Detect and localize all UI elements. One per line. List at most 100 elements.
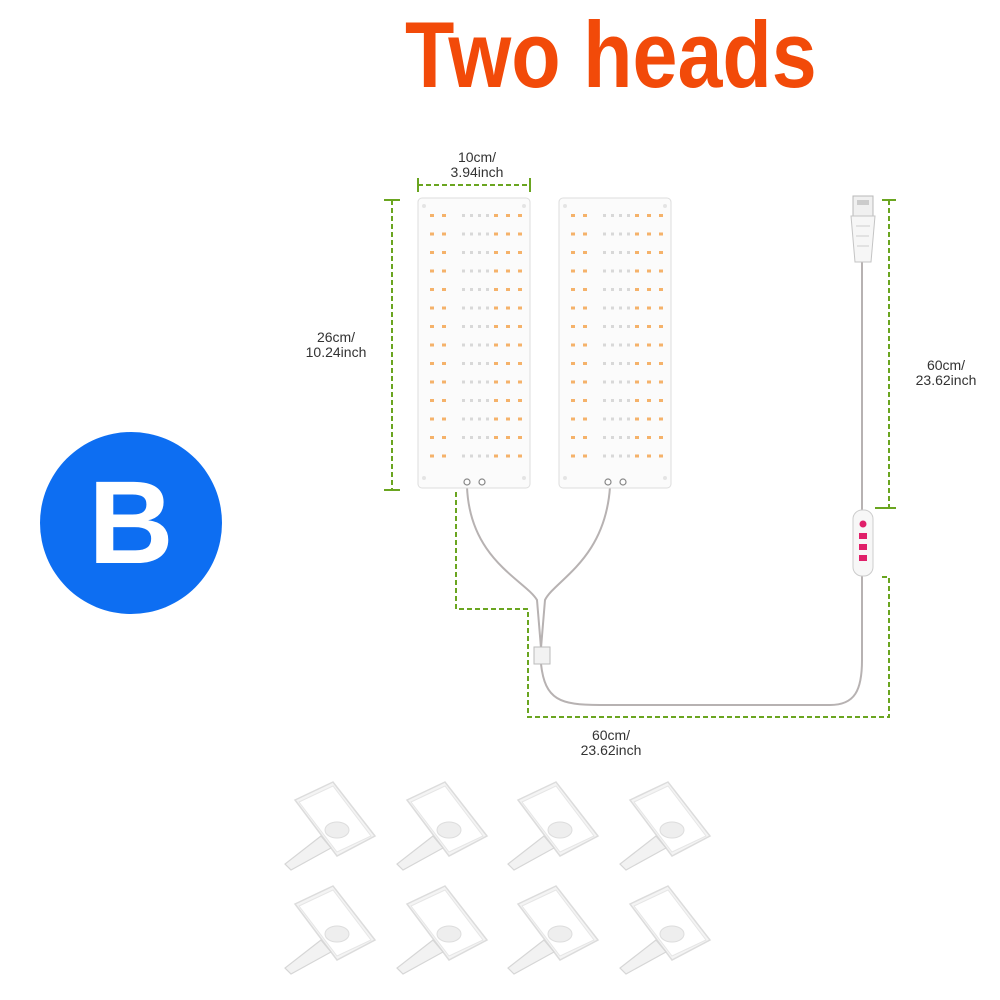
- led-chip-orange: [430, 343, 434, 347]
- led-chip-orange: [442, 214, 446, 217]
- led-chip-orange: [635, 288, 639, 291]
- led-chip-white: [486, 269, 489, 273]
- led-chip-white: [619, 214, 622, 217]
- led-chip-orange: [494, 306, 498, 310]
- led-chip-white: [470, 288, 473, 291]
- led-chip-orange: [518, 214, 522, 217]
- mounting-clip-icon: [396, 885, 488, 975]
- width-label-inch: 3.94inch: [450, 164, 504, 180]
- led-chip-orange: [659, 417, 663, 421]
- led-chip-white: [627, 399, 630, 402]
- led-chip-orange: [659, 232, 663, 236]
- led-chip-orange: [442, 436, 446, 439]
- led-chip-orange: [659, 269, 663, 273]
- led-chip-white: [611, 325, 614, 328]
- led-chip-orange: [518, 232, 522, 236]
- led-chip-white: [619, 417, 622, 421]
- led-chip-orange: [430, 399, 434, 402]
- led-chip-orange: [506, 454, 510, 458]
- panel-mounting-hole: [663, 204, 667, 208]
- led-chip-orange: [647, 343, 651, 347]
- panel-mounting-hole: [522, 204, 526, 208]
- mounting-clip-icon: [507, 885, 599, 975]
- height-label: 26cm/ 10.24inch: [288, 330, 384, 360]
- led-chip-orange: [583, 232, 587, 236]
- led-chip-orange: [647, 417, 651, 421]
- led-chip-orange: [659, 436, 663, 439]
- led-chip-white: [486, 325, 489, 328]
- led-chip-white: [611, 343, 614, 347]
- led-chip-orange: [647, 325, 651, 328]
- led-chip-orange: [494, 269, 498, 273]
- led-chip-orange: [494, 251, 498, 254]
- led-chip-orange: [583, 399, 587, 402]
- led-chip-white: [462, 214, 465, 217]
- led-panel-right: [558, 197, 672, 489]
- mounting-clip-icon: [396, 781, 488, 871]
- led-chip-white: [470, 399, 473, 402]
- led-chip-orange: [442, 288, 446, 291]
- led-chip-white: [603, 269, 606, 273]
- led-chip-white: [603, 251, 606, 254]
- led-chip-orange: [518, 343, 522, 347]
- led-chip-orange: [583, 269, 587, 273]
- led-chip-white: [619, 251, 622, 254]
- led-chip-orange: [494, 399, 498, 402]
- led-chip-orange: [571, 362, 575, 365]
- led-chip-white: [470, 251, 473, 254]
- led-chip-orange: [583, 454, 587, 458]
- led-chip-orange: [571, 399, 575, 402]
- led-chip-orange: [571, 288, 575, 291]
- led-chip-white: [619, 343, 622, 347]
- led-chip-white: [611, 436, 614, 439]
- led-chip-orange: [583, 362, 587, 365]
- led-chip-orange: [635, 232, 639, 236]
- led-chip-orange: [430, 232, 434, 236]
- led-chip-orange: [442, 454, 446, 458]
- led-chip-white: [619, 454, 622, 458]
- led-chips: [422, 204, 667, 480]
- led-chip-orange: [518, 325, 522, 328]
- led-chip-white: [603, 380, 606, 384]
- mounting-clip-icon: [619, 885, 711, 975]
- led-chip-white: [627, 288, 630, 291]
- led-chip-white: [462, 269, 465, 273]
- led-chip-white: [603, 454, 606, 458]
- led-chip-orange: [494, 232, 498, 236]
- led-chip-white: [627, 232, 630, 236]
- led-chip-white: [627, 269, 630, 273]
- led-chip-orange: [518, 399, 522, 402]
- led-chip-white: [611, 417, 614, 421]
- led-chip-orange: [430, 306, 434, 310]
- led-chip-white: [486, 417, 489, 421]
- led-chip-orange: [506, 214, 510, 217]
- led-chip-orange: [647, 288, 651, 291]
- led-chip-orange: [442, 269, 446, 273]
- led-chip-white: [603, 325, 606, 328]
- led-chip-orange: [430, 380, 434, 384]
- led-chip-orange: [571, 436, 575, 439]
- led-chip-white: [627, 214, 630, 217]
- led-chip-orange: [635, 362, 639, 365]
- led-chip-white: [611, 399, 614, 402]
- variant-badge-letter: B: [88, 457, 174, 589]
- led-chip-white: [462, 380, 465, 384]
- led-chip-orange: [635, 343, 639, 347]
- led-chip-white: [619, 362, 622, 365]
- panel-mounting-hole: [422, 476, 426, 480]
- led-chip-orange: [442, 325, 446, 328]
- led-chip-white: [619, 288, 622, 291]
- led-chip-orange: [494, 380, 498, 384]
- split-cable-label-cm: 60cm/: [591, 727, 631, 743]
- led-chip-orange: [647, 306, 651, 310]
- led-chip-orange: [571, 214, 575, 217]
- led-chip-orange: [442, 399, 446, 402]
- mounting-clip-icon: [284, 781, 376, 871]
- led-chip-orange: [494, 214, 498, 217]
- led-chip-white: [627, 325, 630, 328]
- led-chip-white: [478, 417, 481, 421]
- led-chip-orange: [583, 436, 587, 439]
- led-chip-white: [478, 454, 481, 458]
- led-chip-white: [478, 362, 481, 365]
